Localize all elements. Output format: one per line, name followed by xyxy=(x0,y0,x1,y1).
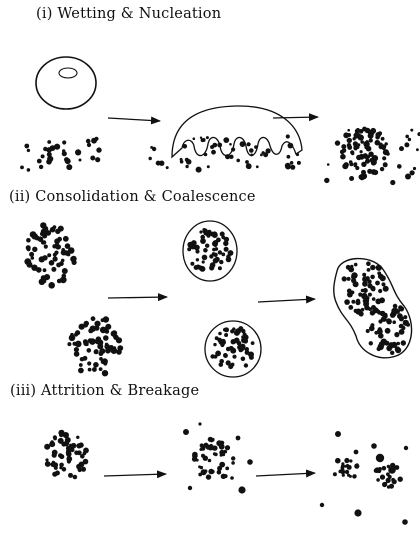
coalesced-granule xyxy=(333,257,413,359)
section-consolidation-coalescence xyxy=(24,220,413,378)
section-title-attrition: (iii) Attrition & Breakage xyxy=(10,383,200,399)
arrow-2b xyxy=(257,295,316,304)
nucleus-granule xyxy=(339,126,390,180)
section-wetting-nucleation xyxy=(20,56,420,186)
consolidated-granule-b xyxy=(204,320,262,378)
attrited-granule xyxy=(183,422,253,494)
arrow-3b xyxy=(255,469,316,478)
section-attrition-breakage xyxy=(44,422,409,525)
arrow-3a xyxy=(103,470,167,479)
powder-bed-1 xyxy=(20,136,102,172)
arrow-1b xyxy=(272,113,319,122)
granule-b xyxy=(67,316,124,377)
wetting-droplet xyxy=(171,105,303,159)
powder-bed-2 xyxy=(148,137,301,173)
section-title-wetting: (i) Wetting & Nucleation xyxy=(36,6,222,22)
arrow-1a xyxy=(107,116,161,125)
consolidated-granule-a xyxy=(182,220,238,282)
single-granule xyxy=(44,429,89,480)
granule-a xyxy=(24,222,77,289)
arrow-2a xyxy=(107,293,168,302)
section-title-consolidation: (ii) Consolidation & Coalescence xyxy=(9,189,256,205)
broken-fragments xyxy=(319,431,409,525)
droplet-icon xyxy=(35,56,97,110)
